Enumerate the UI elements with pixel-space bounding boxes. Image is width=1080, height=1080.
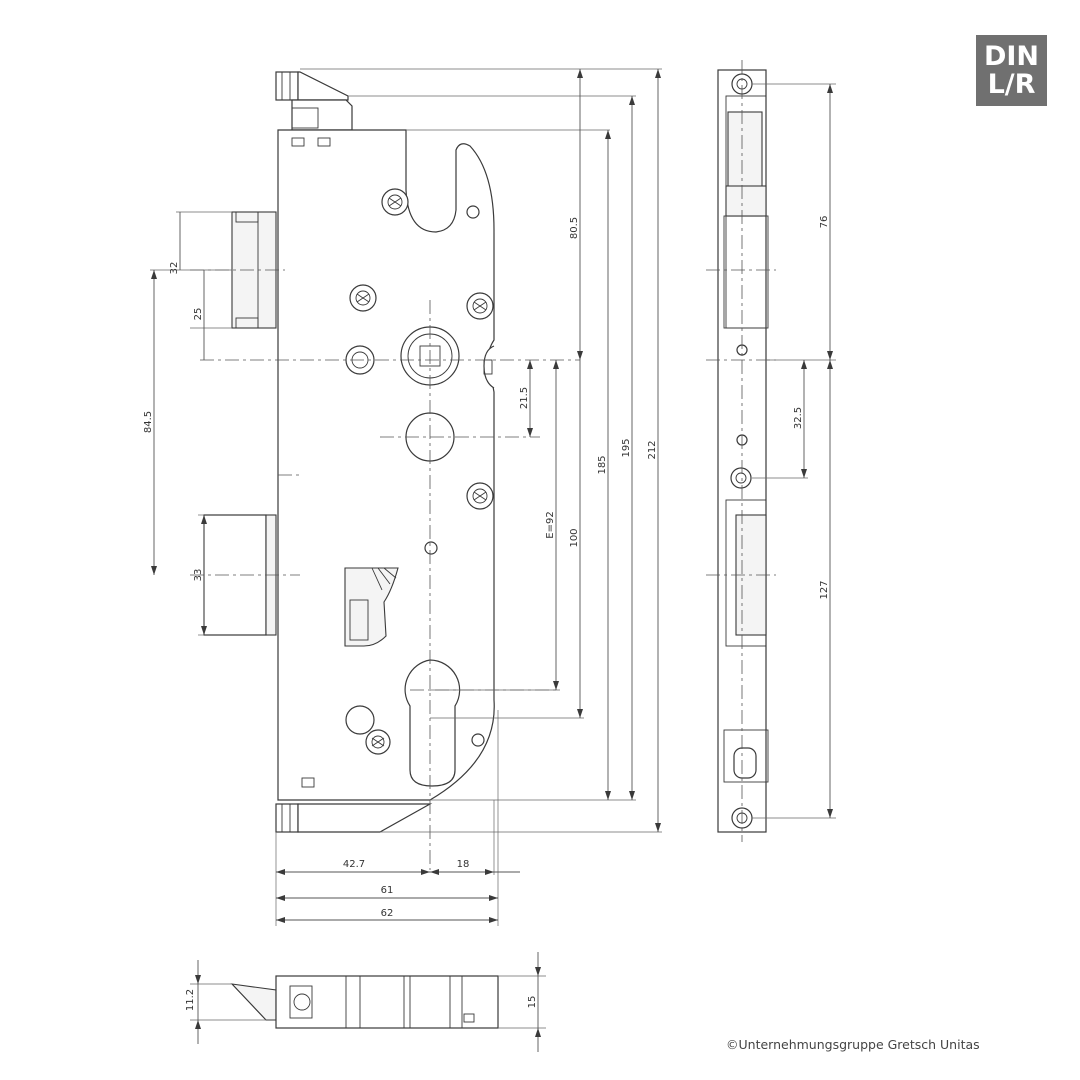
- dim-185: 185: [597, 455, 608, 474]
- bottom-view: [190, 952, 546, 1052]
- lock-housing: [277, 129, 495, 801]
- screw-4: [466, 482, 494, 510]
- side-dimensions: [752, 83, 836, 819]
- dim-e-92: E=92: [545, 511, 556, 538]
- dim-25: 25: [193, 308, 204, 321]
- dim-100: 100: [569, 528, 580, 547]
- faceplate-screw-middle: [730, 467, 752, 489]
- dim-62: 62: [381, 908, 394, 919]
- screw-1: [381, 188, 409, 216]
- bottom-bar: [297, 803, 433, 833]
- dim-11-2: 11.2: [185, 989, 196, 1011]
- dim-32-5: 32.5: [793, 407, 804, 429]
- screw-3: [466, 292, 494, 320]
- bottom-faceplate-head: [275, 803, 299, 833]
- top-block: [291, 99, 353, 131]
- dim-18: 18: [457, 859, 470, 870]
- dim-33: 33: [193, 569, 204, 582]
- din-lr-badge: DIN L/R: [976, 35, 1047, 106]
- dim-127: 127: [819, 580, 830, 599]
- dim-61: 61: [381, 885, 394, 896]
- dim-21-5: 21.5: [519, 387, 530, 409]
- dim-15: 15: [527, 996, 538, 1009]
- lock-body-bottom: [275, 975, 499, 1029]
- copyright-notice: ©Unternehmungsgruppe Gretsch Unitas: [726, 1037, 980, 1052]
- top-faceplate-head: [275, 71, 299, 101]
- switch-lever: [344, 567, 399, 647]
- screw-2: [349, 284, 377, 312]
- badge-line-lr: L/R: [987, 68, 1036, 100]
- dim-32: 32: [169, 262, 180, 275]
- front-view: [190, 71, 580, 870]
- dimension-labels: 80.5 185 195 212 21.5 E=92 100 32 25 84.…: [143, 216, 830, 1012]
- dim-42-7: 42.7: [343, 859, 365, 870]
- screw-5: [365, 729, 391, 755]
- side-view: [706, 60, 776, 842]
- latch-tip: [230, 983, 277, 1021]
- front-dimensions: [150, 68, 662, 926]
- dim-195: 195: [621, 438, 632, 457]
- cylinder-cutout: [404, 659, 461, 787]
- pin-hole-bottom: [345, 705, 375, 735]
- dim-84-5: 84.5: [143, 411, 154, 433]
- dim-80-5: 80.5: [569, 217, 580, 239]
- dim-212: 212: [647, 440, 658, 459]
- top-bar: [297, 71, 349, 101]
- badge-line-din: DIN: [983, 40, 1040, 72]
- dim-76: 76: [819, 216, 830, 229]
